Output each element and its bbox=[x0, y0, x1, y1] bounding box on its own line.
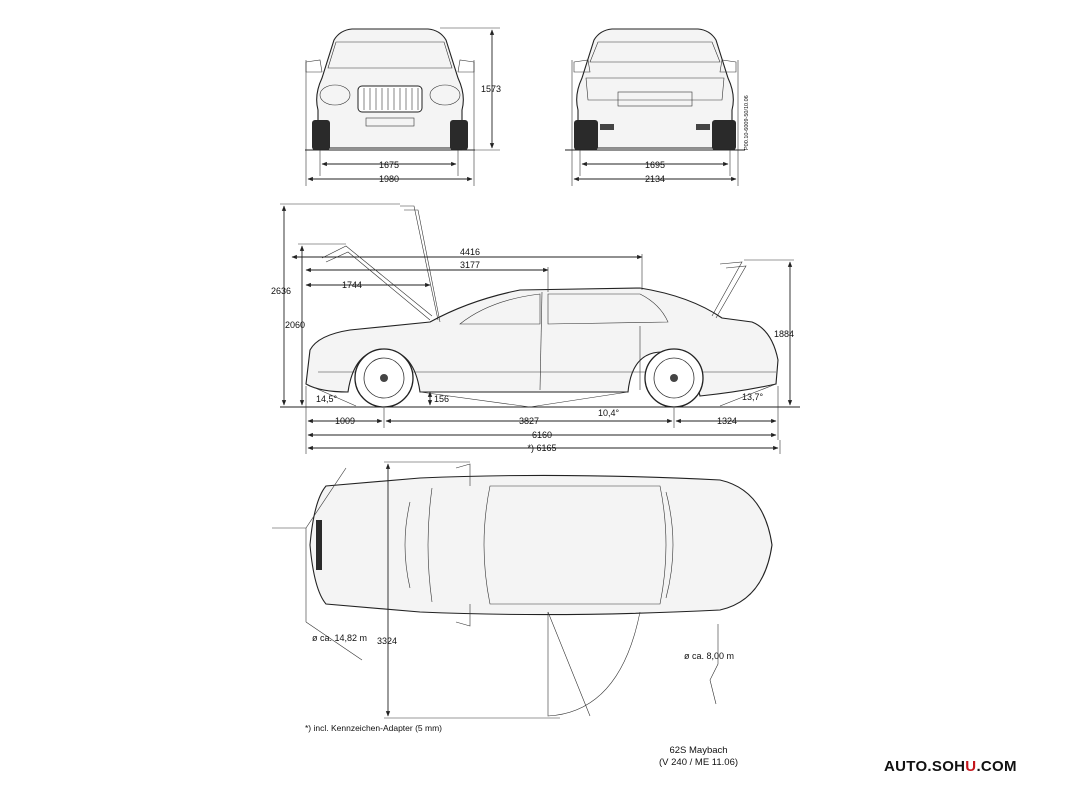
top-view: ø ca. 14,82 m 3324 ø ca. 8,00 m bbox=[272, 461, 773, 719]
front-wheel bbox=[354, 348, 414, 408]
height-hood-open: 2060 bbox=[285, 320, 305, 330]
height-trunk-lid: 1884 bbox=[774, 329, 794, 339]
rear-track-width: 1695 bbox=[645, 160, 665, 170]
footnote: *) incl. Kennzeichen-Adapter (5 mm) bbox=[305, 723, 443, 733]
overall-length-adapter: *) 6165 bbox=[527, 443, 556, 453]
rear-total-width: 2134 bbox=[645, 174, 665, 184]
turning-circle-small: ø ca. 8,00 m bbox=[684, 651, 734, 661]
front-total-width: 1980 bbox=[379, 174, 399, 184]
model-name: 62S Maybach bbox=[669, 745, 728, 756]
front-track-width: 1675 bbox=[379, 160, 399, 170]
dim-3177: 3177 bbox=[460, 260, 480, 270]
front-height: 1573 bbox=[481, 84, 501, 94]
logo-accent: U bbox=[965, 758, 977, 775]
rear-wheel bbox=[644, 348, 704, 408]
top-width-mirrors: 3324 bbox=[377, 636, 397, 646]
front-overhang: 1009 bbox=[335, 416, 355, 426]
approach-angle: 14,5° bbox=[316, 394, 338, 404]
ground-clearance: 156 bbox=[434, 394, 449, 404]
front-view: 1675 1980 1573 bbox=[305, 27, 501, 186]
drawing-code: P00.10-6009-50/10.06 bbox=[744, 95, 750, 150]
auto-sohu-logo: AUTO.SOHU.COM bbox=[884, 758, 1017, 775]
rear-view: P00.10-6009-50/10.06 1695 2134 bbox=[565, 28, 750, 186]
logo-prefix: AUTO.SOH bbox=[884, 758, 966, 775]
dim-1744: 1744 bbox=[342, 280, 362, 290]
turning-circle-large: ø ca. 14,82 m bbox=[312, 633, 367, 643]
logo-suffix: .COM bbox=[976, 758, 1017, 775]
ramp-angle: 10,4° bbox=[598, 408, 620, 418]
side-view: 2636 2060 1884 4416 3177 1744 14,5° 156 … bbox=[271, 203, 800, 454]
model-caption: 62S Maybach (V 240 / ME 11.06) bbox=[659, 745, 738, 769]
height-trunk-open: 2636 bbox=[271, 286, 291, 296]
model-code: (V 240 / ME 11.06) bbox=[659, 757, 739, 768]
rear-overhang: 1324 bbox=[717, 416, 737, 426]
overall-length: 6160 bbox=[532, 430, 552, 440]
departure-angle: 13,7° bbox=[742, 392, 764, 402]
wheelbase: 3827 bbox=[519, 416, 539, 426]
dim-4416: 4416 bbox=[460, 247, 480, 257]
